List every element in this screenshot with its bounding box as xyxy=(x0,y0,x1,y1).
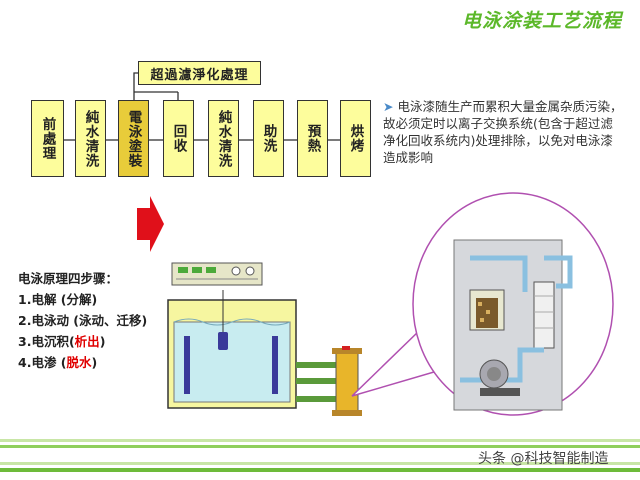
principle-item: 1.电解 (分解) xyxy=(18,292,98,307)
process-step: 前處理 xyxy=(31,100,64,177)
principle-item: 2.电泳动 (泳动、迁移) xyxy=(18,313,148,328)
note-text: ➤电泳漆随生产而累积大量金属杂质污染，故必须定时以离子交换系统(包含于超过滤净化… xyxy=(383,99,623,165)
process-step: 純水清洗 xyxy=(75,100,106,177)
tank-illustration xyxy=(167,262,362,416)
process-step: 純水清洗 xyxy=(208,100,239,177)
ultrafiltration-box: 超過濾淨化處理 xyxy=(138,61,261,85)
arrow-bullet-icon: ➤ xyxy=(383,99,394,114)
watermark: 头条 @科技智能制造 xyxy=(478,451,609,467)
principle-heading: 电泳原理四步骤： xyxy=(18,271,119,286)
principle-item: 4.电渗 (脱水) xyxy=(18,355,98,370)
principle-list: 电泳原理四步骤： 1.电解 (分解) 2.电泳动 (泳动、迁移) 3.电沉积(析… xyxy=(18,268,147,373)
page-title: 电泳涂装工艺流程 xyxy=(461,10,622,32)
process-step: 回收 xyxy=(163,100,194,177)
red-arrow-icon xyxy=(137,196,164,252)
process-step: 烘烤 xyxy=(340,100,371,177)
principle-item: 3.电沉积(析出) xyxy=(18,334,106,349)
footer-stripes xyxy=(0,439,640,472)
callout-bubble xyxy=(351,192,614,416)
process-step: 預熱 xyxy=(297,100,328,177)
process-step-active: 電泳塗裝 xyxy=(118,100,149,177)
process-step: 助洗 xyxy=(253,100,284,177)
